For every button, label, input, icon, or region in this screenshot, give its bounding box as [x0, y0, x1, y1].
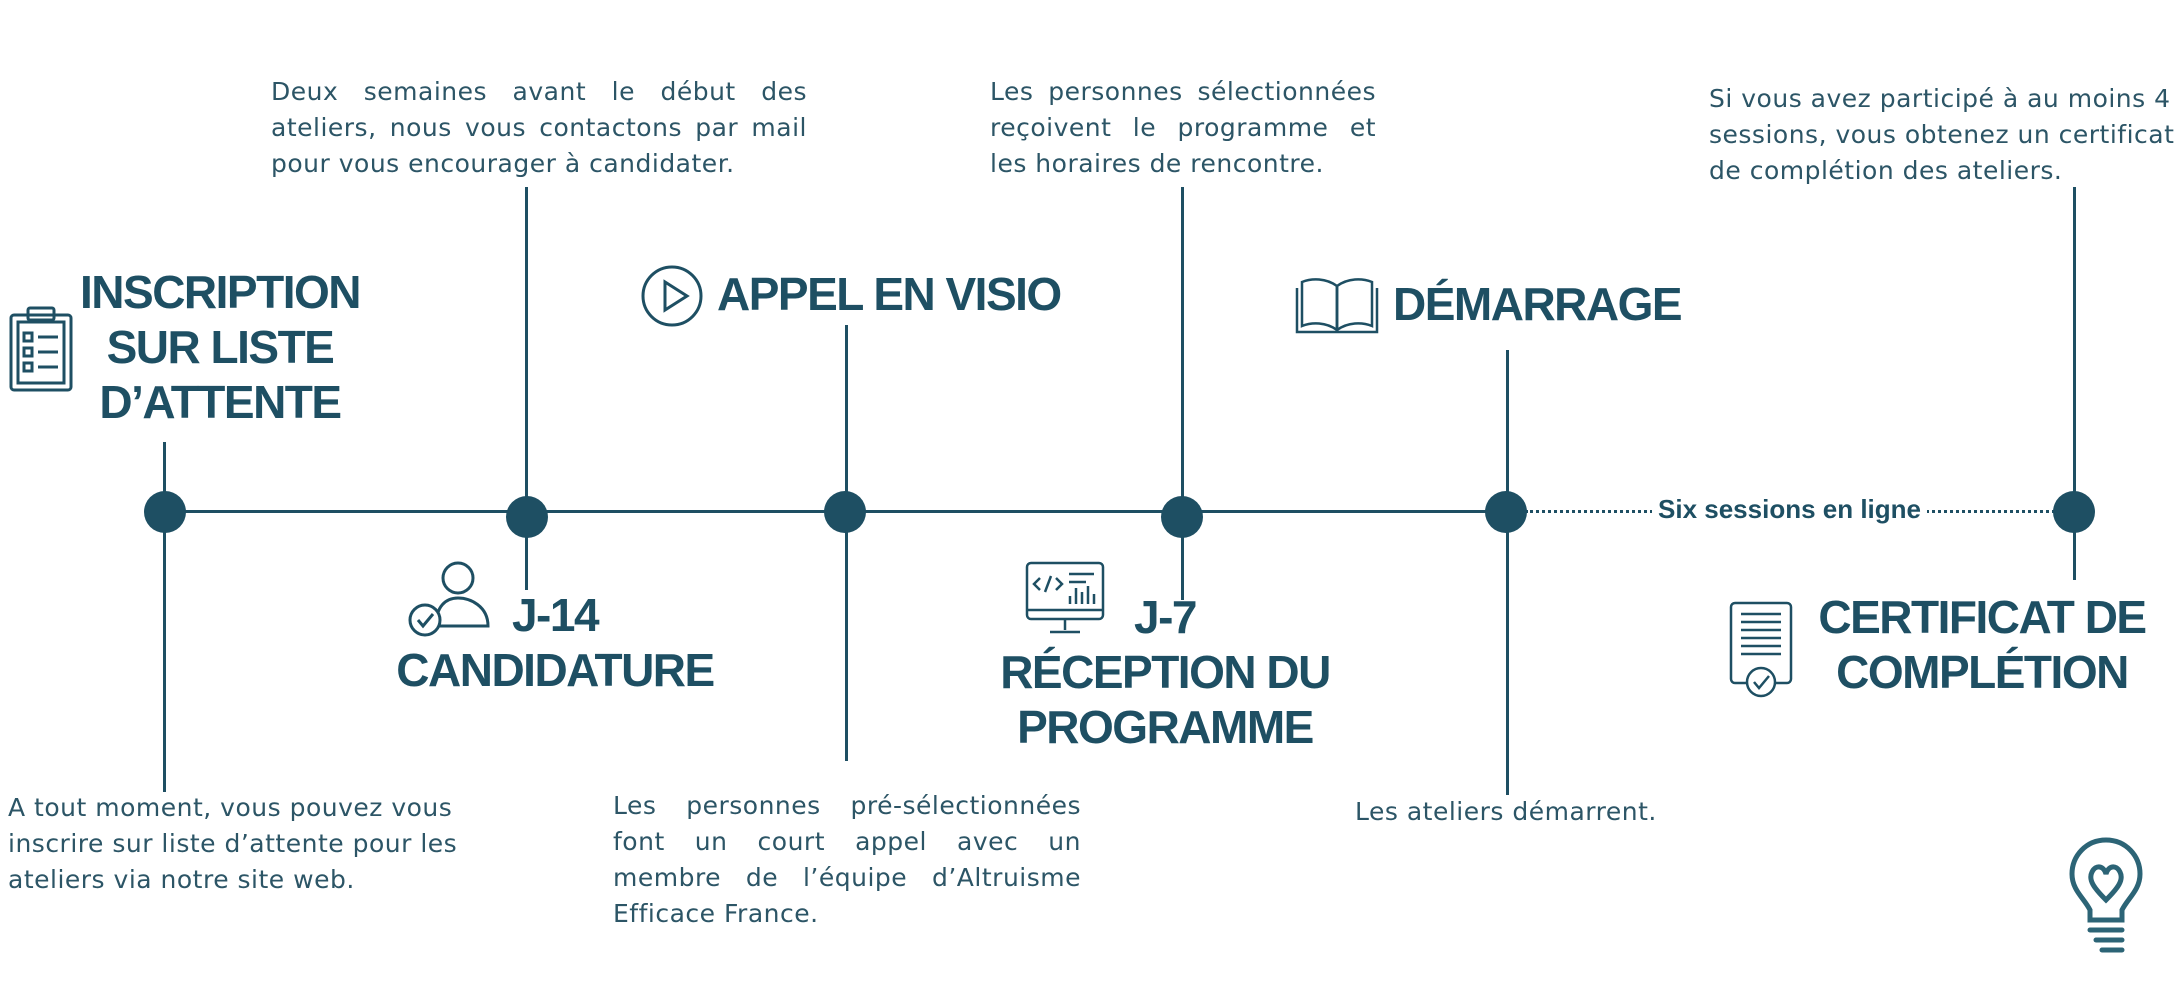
connector-reception — [1181, 187, 1184, 600]
connector-certificat — [2073, 187, 2076, 580]
connector-appel — [845, 325, 848, 761]
open-book-icon — [1295, 278, 1379, 334]
play-circle-icon — [641, 265, 703, 327]
timeline-dot-demarrage — [1485, 491, 1527, 533]
step-desc-candidature: Deux semaines avant le début des atelier… — [271, 77, 807, 178]
timeline-dot-inscription — [144, 491, 186, 533]
step-title-demarrage: DÉMARRAGE — [1393, 278, 1683, 330]
connector-candidature — [525, 187, 528, 590]
step-title-reception: J-7 RÉCEPTION DU PROGRAMME — [1000, 591, 1331, 753]
step-desc-certificat: Si vous avez participé à au moins 4 sess… — [1709, 84, 2175, 185]
clipboard-checklist-icon — [9, 306, 73, 392]
step-desc-reception: Les personnes sélectionnées reçoivent le… — [990, 77, 1376, 178]
certificate-document-icon — [1729, 601, 1793, 698]
timeline-dot-appel — [824, 491, 866, 533]
step-title-inscription: INSCRIPTION SUR LISTE D’ATTENTE — [80, 266, 361, 428]
step-desc-demarrage: Les ateliers démarrent. — [1355, 797, 1657, 826]
timeline-dot-candidature — [506, 496, 548, 538]
step-title-candidature: J-14 CANDIDATURE — [396, 589, 715, 696]
step-title-appel: APPEL EN VISIO — [717, 268, 1062, 320]
step-desc-inscription: A tout moment, vous pouvez vous inscrire… — [8, 793, 458, 894]
timeline-dot-certificat — [2053, 491, 2095, 533]
lightbulb-heart-logo — [2069, 837, 2143, 953]
sessions-label: Six sessions en ligne — [1652, 494, 1927, 525]
step-desc-appel: Les personnes pré-sélectionnées font un … — [613, 791, 1081, 928]
step-title-certificat: CERTIFICAT DE COMPLÉTION — [1818, 591, 2147, 698]
connector-demarrage — [1506, 350, 1509, 795]
user-check-icon — [408, 561, 490, 637]
timeline-dot-reception — [1161, 496, 1203, 538]
connector-inscription — [163, 442, 166, 792]
monitor-code-icon — [1025, 561, 1105, 634]
